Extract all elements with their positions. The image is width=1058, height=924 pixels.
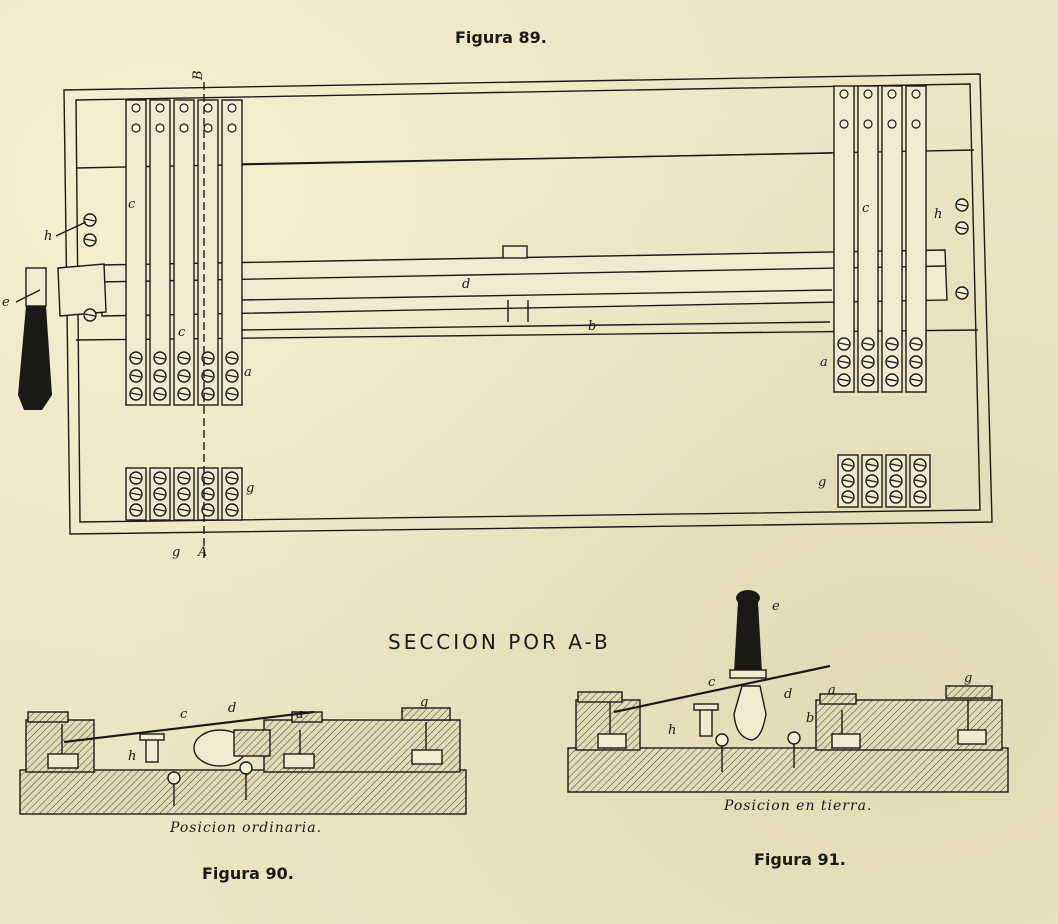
label-b: B xyxy=(191,70,206,81)
figure-90-drawing: c d a g h xyxy=(19,695,467,815)
label-d: d xyxy=(462,277,470,292)
left-strip xyxy=(149,99,171,406)
figure-90-caption: Figura 90. xyxy=(202,864,294,883)
right-strip xyxy=(905,85,927,393)
left-strip xyxy=(197,99,219,406)
label-c-left-bottom: c xyxy=(178,325,186,340)
crank-handle xyxy=(18,263,107,410)
left-strip xyxy=(173,99,195,406)
label-a-left: a xyxy=(244,365,252,380)
label-c: c xyxy=(708,675,716,690)
base-board-outline xyxy=(63,73,993,535)
section-title: SECCION POR A-B xyxy=(388,630,611,654)
label-b: b xyxy=(806,711,814,726)
label-g-right: g xyxy=(818,475,826,490)
figure-89-drawing: B A h h c c c d b e a a g g g xyxy=(2,70,993,560)
right-strip xyxy=(833,85,855,393)
label-g: g xyxy=(420,695,428,710)
left-strip xyxy=(125,99,147,406)
label-h: h xyxy=(668,723,676,738)
label-g-left: g xyxy=(246,481,254,496)
label-h-left: h xyxy=(44,229,52,244)
figure-90-subcaption: Posicion ordinaria. xyxy=(170,820,323,836)
label-d: d xyxy=(228,701,236,716)
right-strip xyxy=(857,85,879,393)
label-c-right: c xyxy=(862,201,870,216)
label-g-bottom: g xyxy=(172,545,180,560)
left-switch-strips xyxy=(125,99,243,406)
label-e: e xyxy=(2,295,10,310)
left-terminal-blocks xyxy=(125,467,243,521)
right-switch-strips xyxy=(833,85,927,393)
label-h-right: h xyxy=(934,207,942,222)
figure-91-subcaption: Posicion en tierra. xyxy=(724,798,873,814)
label-c: c xyxy=(180,707,188,722)
right-strip xyxy=(881,85,903,393)
figure-89-caption: Figura 89. xyxy=(455,28,547,47)
label-h: h xyxy=(128,749,136,764)
label-b-rail: b xyxy=(588,319,596,334)
label-a-right: a xyxy=(820,355,828,370)
label-c-left-top: c xyxy=(128,197,136,212)
right-terminal-blocks xyxy=(837,454,931,508)
label-e: e xyxy=(772,599,780,614)
label-d: d xyxy=(784,687,792,702)
figure-91-caption: Figura 91. xyxy=(754,850,846,869)
label-a-upper: A xyxy=(197,545,207,560)
label-a: a xyxy=(296,707,304,722)
label-g: g xyxy=(964,671,972,686)
left-strip xyxy=(221,99,243,406)
label-a: a xyxy=(828,683,836,698)
figure-91-drawing: e c d a b g h xyxy=(567,590,1009,793)
